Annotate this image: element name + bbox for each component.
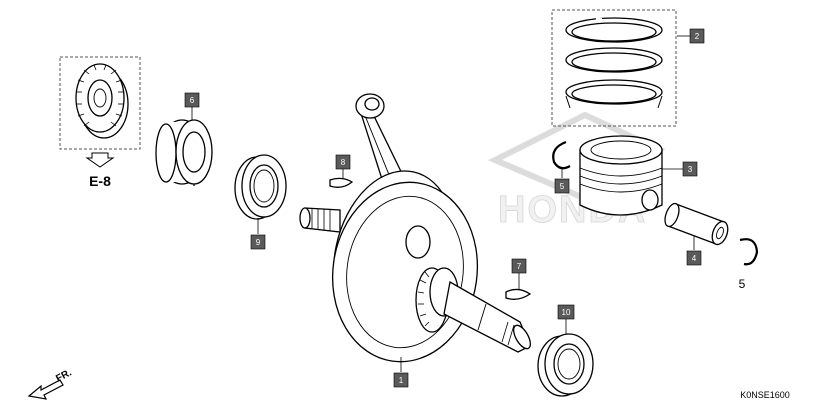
callout-box — [557, 304, 575, 320]
callout-box — [682, 161, 698, 177]
rings-dashed-box — [551, 9, 677, 127]
direction-label: FR. — [54, 367, 74, 384]
part-crankshaft — [299, 93, 531, 363]
callout-box — [335, 154, 351, 170]
part-oil-seal-left — [234, 154, 287, 220]
callout-box — [250, 234, 266, 250]
callout-number: 1 — [399, 376, 404, 385]
callout-3: 3 — [682, 161, 698, 177]
callout-10: 10 — [557, 304, 575, 320]
callout-8: 8 — [335, 154, 351, 170]
clip-part-number: 5 — [739, 277, 746, 291]
arrow-front-icon — [27, 379, 64, 400]
callout-6: 6 — [184, 92, 200, 108]
gear-reference: E-8 — [59, 56, 141, 189]
callout-number: 8 — [341, 158, 346, 167]
callout-box — [554, 178, 570, 194]
callout-2: 2 — [689, 28, 705, 44]
callout-4: 4 — [686, 250, 702, 266]
callout-number: 3 — [688, 165, 693, 174]
callout-9: 9 — [250, 234, 266, 250]
callout-box — [511, 258, 527, 274]
callout-box — [393, 372, 409, 388]
callout-5: 5 — [554, 178, 570, 194]
callout-number: 7 — [517, 262, 522, 271]
callout-7: 7 — [511, 258, 527, 274]
callout-number: 6 — [190, 96, 195, 105]
callout-1: 1 — [393, 372, 409, 388]
part-piston-rings — [551, 9, 677, 127]
crank-right-shaft — [443, 280, 531, 353]
callout-number: 5 — [560, 182, 565, 191]
callout-box — [686, 250, 702, 266]
callout-number: 10 — [562, 308, 571, 317]
callout-number: 2 — [695, 32, 700, 41]
callout-labels: 1 2 3 4 5 6 7 8 9 10 — [184, 28, 705, 388]
arrow-down-icon — [85, 152, 115, 168]
part-collar — [155, 119, 213, 186]
ref-section-label: E-8 — [89, 173, 111, 189]
part-key-right — [505, 288, 532, 300]
reference-code: K0NSE1600 — [740, 390, 790, 400]
part-key-left — [329, 177, 354, 188]
callout-box — [689, 28, 705, 44]
part-piston — [579, 135, 663, 216]
part-oil-seal-right — [537, 333, 594, 397]
callout-number: 9 — [256, 238, 261, 247]
part-pin-clip-left — [552, 140, 571, 170]
gear-dashed-box — [59, 56, 141, 150]
callout-number: 4 — [692, 254, 697, 263]
part-pin-clip-right — [739, 238, 759, 266]
leader-lines — [191, 35, 695, 372]
part-piston-pin — [664, 202, 729, 246]
callout-box — [184, 92, 200, 108]
